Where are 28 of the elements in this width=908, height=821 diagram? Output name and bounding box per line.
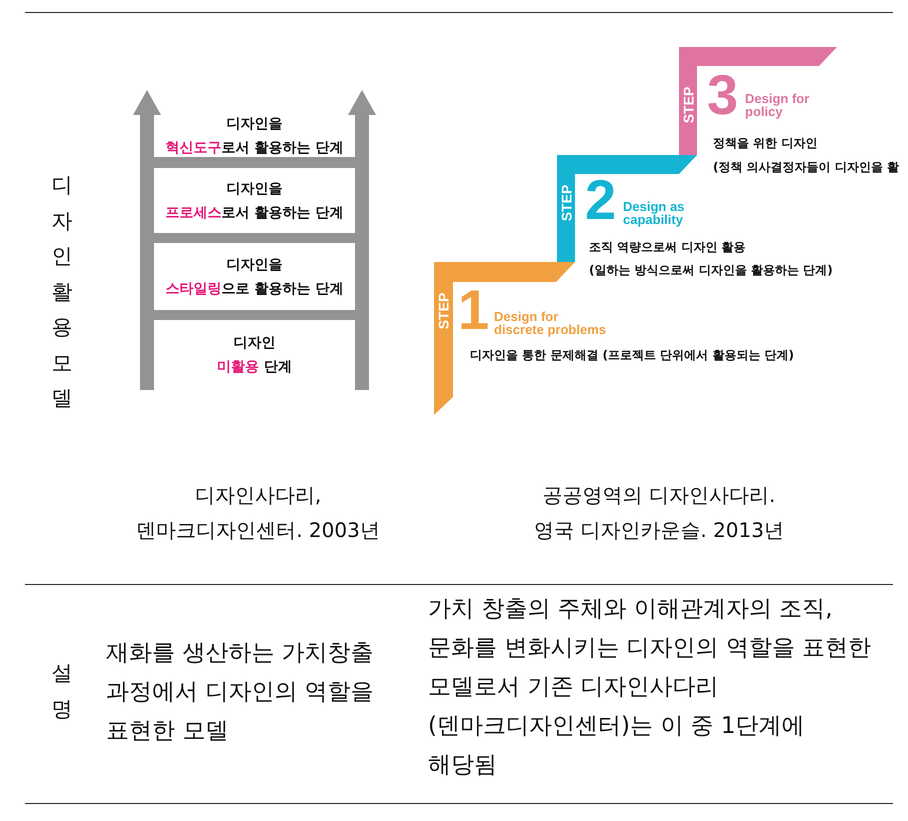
step-title: Design as capability bbox=[623, 200, 686, 226]
step-description: (일하는 방식으로써 디자인을 활용하는 단계) bbox=[589, 263, 833, 277]
step-label: 혁신도구로서 활용하는 단계 bbox=[166, 139, 344, 158]
step-heading: 디자인을 bbox=[226, 256, 282, 274]
step-description: 조직 역량으로써 디자인 활용 bbox=[589, 240, 746, 254]
step-number: 1 bbox=[458, 282, 490, 338]
figure-caption: 공공영역의 디자인사다리. 영국 디자인카운슬. 2013년 bbox=[533, 482, 785, 544]
step-description: 디자인을 통한 문제해결 (프로젝트 단위에서 활용되는 단계) bbox=[470, 348, 794, 362]
step-tag: STEP bbox=[680, 86, 695, 124]
step-title: Design for policy bbox=[745, 92, 810, 118]
row-heading: 디자인활용모델 bbox=[50, 172, 74, 412]
step-number: 3 bbox=[707, 67, 738, 123]
row-heading: 설명 bbox=[50, 660, 74, 723]
step-tag: STEP bbox=[558, 184, 573, 222]
step-heading: 디자인을 bbox=[226, 180, 282, 198]
description-text: 가치 창출의 주체와 이해관계자의 조직, 문화를 변화시키는 디자인의 역할을 표현한 모델로서 기존 디자인사다리 (덴마크디자인센터)는 이 중 1단계에 해당됨 bbox=[428, 595, 872, 780]
step-heading: 디자인을 bbox=[226, 115, 282, 134]
step-number: 2 bbox=[585, 172, 616, 228]
figure-caption: 디자인사다리, 덴마크디자인센터. 2003년 bbox=[135, 482, 381, 544]
step-label: 프로세스로서 활용하는 단계 bbox=[166, 204, 344, 222]
step-description: (정책 의사결정자들이 디자인을 활 bbox=[713, 160, 900, 174]
step-label: 스타일링으로 활용하는 단계 bbox=[166, 280, 344, 298]
step-title: Design for discrete problems bbox=[494, 310, 607, 336]
description-text: 재화를 생산하는 가치창출 과정에서 디자인의 역할을 표현한 모델 bbox=[106, 639, 375, 746]
step-heading: 디자인 bbox=[234, 334, 276, 353]
step-label: 미활용 단계 bbox=[217, 358, 292, 377]
step-tag: STEP bbox=[436, 292, 450, 330]
step-description: 정책을 위한 디자인 bbox=[713, 136, 818, 150]
